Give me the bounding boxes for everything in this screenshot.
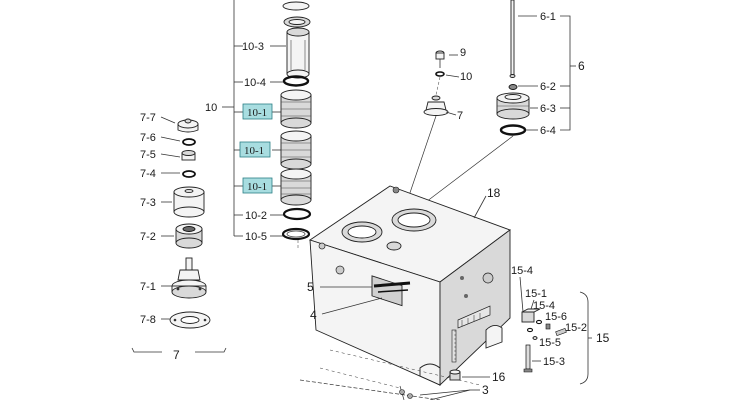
callout-15-3: 15-3 xyxy=(543,356,565,368)
callout-6-1: 6-1 xyxy=(540,11,556,23)
callout-7-7: 7-7 xyxy=(140,112,156,124)
hydraulic-tank-18: 5 4 18 xyxy=(307,185,511,387)
plug-6-2-part xyxy=(508,84,518,90)
callout-10-5: 10-5 xyxy=(245,231,267,243)
o-ring-6-4-part xyxy=(499,124,527,136)
callout-16: 16 xyxy=(492,370,506,384)
port-fitting-5-part xyxy=(373,281,411,293)
callout-7-3: 7-3 xyxy=(140,197,156,209)
cap-7-7-part xyxy=(177,118,199,133)
washer-10-part xyxy=(435,71,445,77)
callout-5: 5 xyxy=(307,280,314,294)
filter-element-3-part xyxy=(280,168,312,206)
filter-element-1-part xyxy=(280,89,312,129)
callout-6-2: 6-2 xyxy=(540,81,556,93)
callout-15: 15 xyxy=(596,331,610,345)
callout-6-3: 6-3 xyxy=(540,103,556,115)
callout-6: 6 xyxy=(578,59,585,73)
highlight-box-10-1-b xyxy=(239,141,271,158)
callout-10-1-c: 10-1 xyxy=(247,181,267,193)
callout-15-5: 15-5 xyxy=(539,337,561,349)
callout-7-breather: 7 xyxy=(457,110,463,122)
washer-7-4-part xyxy=(182,170,196,178)
body-7-1-part xyxy=(171,257,207,299)
assembly-7: 7-7 7-6 7-5 7-4 7-3 7-2 7-1 7-8 xyxy=(131,112,227,362)
gasket-7-8-part xyxy=(169,311,211,329)
strainer-6-3-part xyxy=(496,92,530,120)
callout-7-1: 7-1 xyxy=(140,281,156,293)
callout-7-8: 7-8 xyxy=(140,314,156,326)
nut-7-5-part xyxy=(181,150,196,161)
top-ring-part xyxy=(282,1,311,28)
gauge-rod-15-3-part xyxy=(523,344,533,373)
filter-element-2-part xyxy=(280,130,312,170)
callout-3: 3 xyxy=(482,383,489,397)
bolt-15-2-part xyxy=(555,328,567,336)
callout-4: 4 xyxy=(310,308,317,322)
ring-10-2-part xyxy=(282,207,312,221)
callout-10-1-a: 10-1 xyxy=(247,107,267,119)
assembly-15: 15-4 15-1 15-4 15-6 15-2 15-5 15-3 15 xyxy=(511,265,610,385)
callout-7-4: 7-4 xyxy=(140,168,156,180)
callout-15-6: 15-6 xyxy=(545,311,567,323)
drain-plug-16-part xyxy=(449,369,461,381)
callout-10: 10 xyxy=(205,102,217,114)
assembly-6: 6-1 6-2 6-3 6-4 6 xyxy=(421,0,585,206)
callout-7-group: 7 xyxy=(173,348,180,362)
assembly-10: 10-3 10-4 10 10-1 10-1 10-1 10-2 10-5 xyxy=(205,0,312,250)
ring-10-5-part xyxy=(281,227,311,241)
callout-15-4-a: 15-4 xyxy=(511,265,533,277)
callout-7-6: 7-6 xyxy=(140,132,156,144)
o-ring-10-4-part xyxy=(282,75,310,87)
filter-cylinder-part xyxy=(286,27,310,79)
bearing-7-2-part xyxy=(175,223,203,249)
top-center-parts: 9 10 7 xyxy=(393,47,472,241)
cylinder-7-3-part xyxy=(173,186,205,218)
callout-6-4: 6-4 xyxy=(540,125,556,137)
callout-15-2: 15-2 xyxy=(565,322,587,334)
callout-10-washer: 10 xyxy=(460,71,472,83)
breather-7-part xyxy=(423,95,449,116)
callout-18: 18 xyxy=(487,186,501,200)
callout-10-1-b: 10-1 xyxy=(244,145,264,157)
callout-7-5: 7-5 xyxy=(140,149,156,161)
washer-7-6-part xyxy=(182,138,196,146)
highlight-box-10-1-a xyxy=(242,103,273,120)
callout-15-1: 15-1 xyxy=(525,288,547,300)
highlight-box-10-1-c xyxy=(242,177,273,194)
clamp-15-1-part xyxy=(521,308,541,323)
callout-7-2: 7-2 xyxy=(140,231,156,243)
callout-10-2: 10-2 xyxy=(245,210,267,222)
callout-10-3: 10-3 xyxy=(242,41,264,53)
callout-10-4: 10-4 xyxy=(244,77,266,89)
callout-9: 9 xyxy=(460,47,466,59)
bolt-9-part xyxy=(435,50,445,68)
